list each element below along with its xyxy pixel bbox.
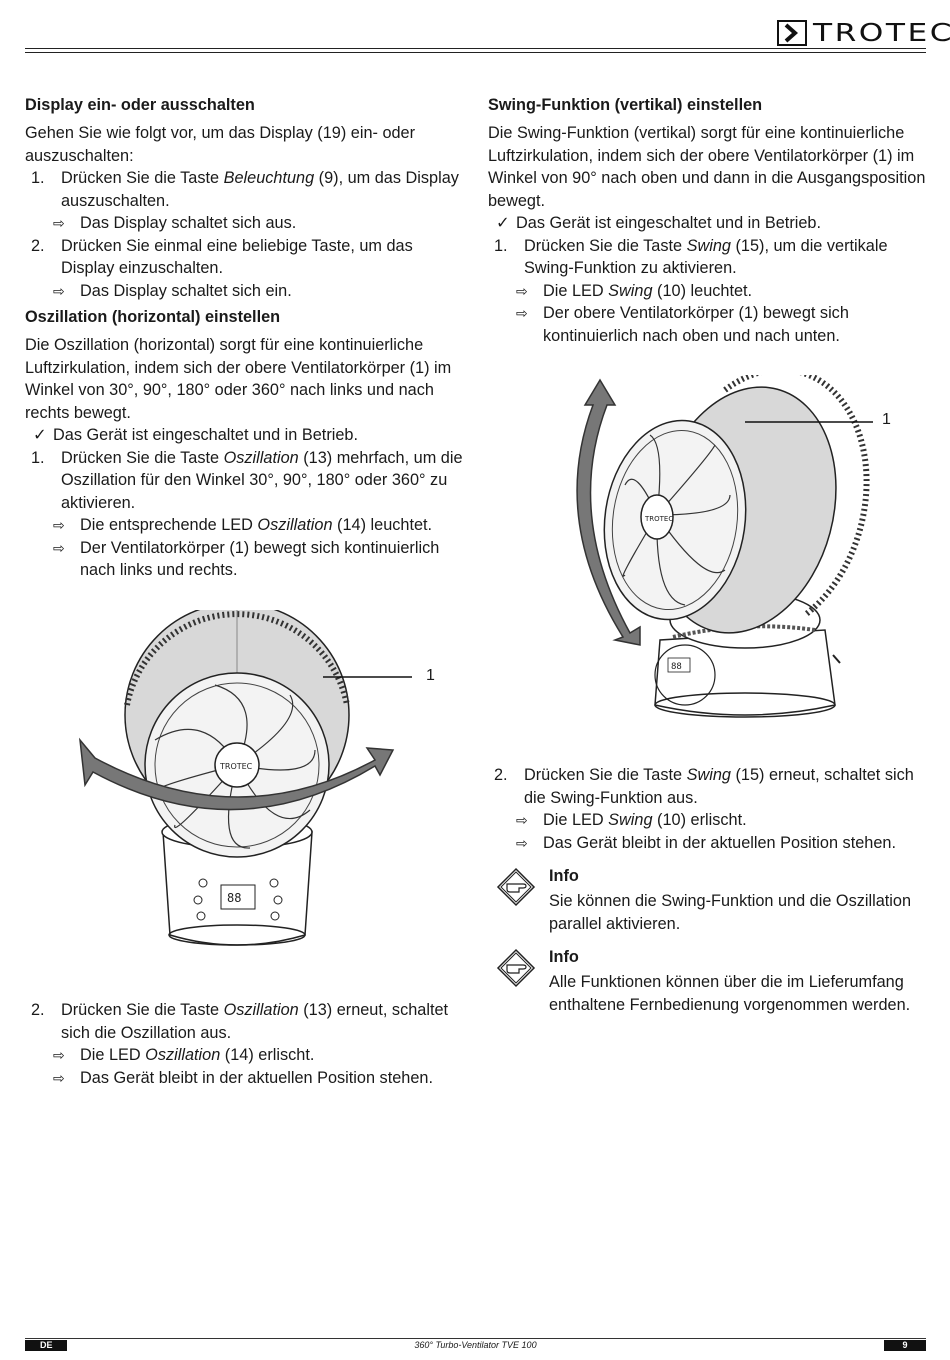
brand-name: TROTEC xyxy=(813,18,950,47)
swing-step-2-result-1: ⇨ Die LED Swing (10) erlischt. xyxy=(488,809,933,832)
svg-text:88: 88 xyxy=(227,891,241,905)
page-footer: DE 360° Turbo-Ventilator TVE 100 9 xyxy=(25,1338,926,1352)
callout-label: 1 xyxy=(426,667,435,684)
trotec-logo: TROTEC xyxy=(777,18,950,47)
callout-label: 1 xyxy=(882,411,891,428)
oscillation-intro: Die Oszillation (horizontal) sorgt für e… xyxy=(25,336,452,422)
pointing-hand-icon xyxy=(496,867,536,907)
arrow-right-outline-icon: ⇨ xyxy=(53,517,65,533)
swing-step-1: 1. Drücken Sie die Taste Swing (15), um … xyxy=(494,236,888,278)
left-column: Display ein- oder ausschalten Gehen Sie … xyxy=(25,94,465,582)
arrow-right-outline-icon: ⇨ xyxy=(516,305,528,321)
info-title: Info xyxy=(549,948,579,966)
document-title: 360° Turbo-Ventilator TVE 100 xyxy=(414,1340,537,1350)
svg-text:88: 88 xyxy=(671,662,682,672)
info-note-2: Info Alle Funktionen können über die im … xyxy=(496,948,936,1018)
trotec-logo-icon xyxy=(777,19,808,46)
oscillation-step-2: 2. Drücken Sie die Taste Oszillation (13… xyxy=(31,1001,449,1042)
display-step-2-result: ⇨ Das Display schaltet sich ein. xyxy=(25,280,465,303)
arrow-right-outline-icon: ⇨ xyxy=(516,282,528,299)
oscillation-precondition: ✓ Das Gerät ist eingeschaltet und in Bet… xyxy=(25,424,465,447)
checkmark-icon: ✓ xyxy=(496,214,510,232)
arrow-right-outline-icon: ⇨ xyxy=(516,812,528,828)
checkmark-icon: ✓ xyxy=(33,426,47,444)
page-number: 9 xyxy=(884,1340,926,1351)
arrow-right-outline-icon: ⇨ xyxy=(53,1069,65,1086)
arrow-right-outline-icon: ⇨ xyxy=(516,834,528,851)
swing-step-1-result-2: ⇨ Der obere Ventilatorkörper (1) bewegt … xyxy=(516,304,849,345)
fan-swing-illustration: 88 TROTEC xyxy=(545,366,875,735)
header-rule-thin xyxy=(25,52,926,53)
swing-intro: Die Swing-Funktion (vertikal) sorgt für … xyxy=(488,124,926,210)
section-heading-swing: Swing-Funktion (vertikal) einstellen xyxy=(488,96,763,114)
svg-text:TROTEC: TROTEC xyxy=(219,762,253,771)
display-step-1-result: ⇨ Das Display schaltet sich aus. xyxy=(25,212,465,235)
arrow-right-outline-icon: ⇨ xyxy=(53,1047,65,1063)
section-heading-display: Display ein- oder ausschalten xyxy=(25,96,255,114)
header-rule xyxy=(25,48,926,49)
arrow-right-outline-icon: ⇨ xyxy=(53,539,65,556)
info-note-1: Info Sie können die Swing-Funktion und d… xyxy=(496,867,936,937)
pointing-hand-icon xyxy=(496,948,536,988)
oscillation-step-1-result-2: ⇨ Der Ventilatorkörper (1) bewegt sich k… xyxy=(53,538,440,580)
oscillation-step-2-block: 2. Drücken Sie die Taste Oszillation (13… xyxy=(25,999,465,1089)
arrow-right-outline-icon: ⇨ xyxy=(53,282,65,299)
section-heading-oscillation: Oszillation (horizontal) einstellen xyxy=(25,308,281,326)
swing-step-1-result-1: ⇨ Die LED Swing (10) leuchtet. xyxy=(488,280,933,303)
swing-step-2-result-2: ⇨ Das Gerät bleibt in der aktuellen Posi… xyxy=(488,832,933,855)
fan-oscillation-illustration: 88 TROTEC xyxy=(75,602,475,950)
info-text: Sie können die Swing-Funktion und die Os… xyxy=(549,892,912,933)
swing-step-2-block: 2. Drücken Sie die Taste Swing (15) erne… xyxy=(488,764,933,854)
oscillation-step-1-result-1: ⇨ Die entsprechende LED Oszillation (14)… xyxy=(25,514,465,537)
info-text: Alle Funktionen können über die im Liefe… xyxy=(549,973,911,1014)
language-badge: DE xyxy=(25,1340,67,1351)
swing-step-2: 2. Drücken Sie die Taste Swing (15) erne… xyxy=(494,766,914,807)
oscillation-step-2-result-2: ⇨ Das Gerät bleibt in der aktuellen Posi… xyxy=(25,1067,465,1090)
info-title: Info xyxy=(549,867,579,885)
oscillation-step-2-result-1: ⇨ Die LED Oszillation (14) erlischt. xyxy=(25,1044,465,1067)
display-step-1: 1. Drücken Sie die Taste Beleuchtung (9)… xyxy=(31,169,459,210)
display-intro: Gehen Sie wie folgt vor, um das Display … xyxy=(25,124,416,165)
display-step-2: 2. Drücken Sie einmal eine beliebige Tas… xyxy=(31,236,413,278)
right-column: Swing-Funktion (vertikal) einstellen Die… xyxy=(488,94,933,347)
swing-precondition: ✓ Das Gerät ist eingeschaltet und in Bet… xyxy=(488,212,933,235)
arrow-right-outline-icon: ⇨ xyxy=(53,215,65,231)
svg-text:TROTEC: TROTEC xyxy=(644,515,673,523)
oscillation-step-1: 1. Drücken Sie die Taste Oszillation (13… xyxy=(31,448,463,512)
